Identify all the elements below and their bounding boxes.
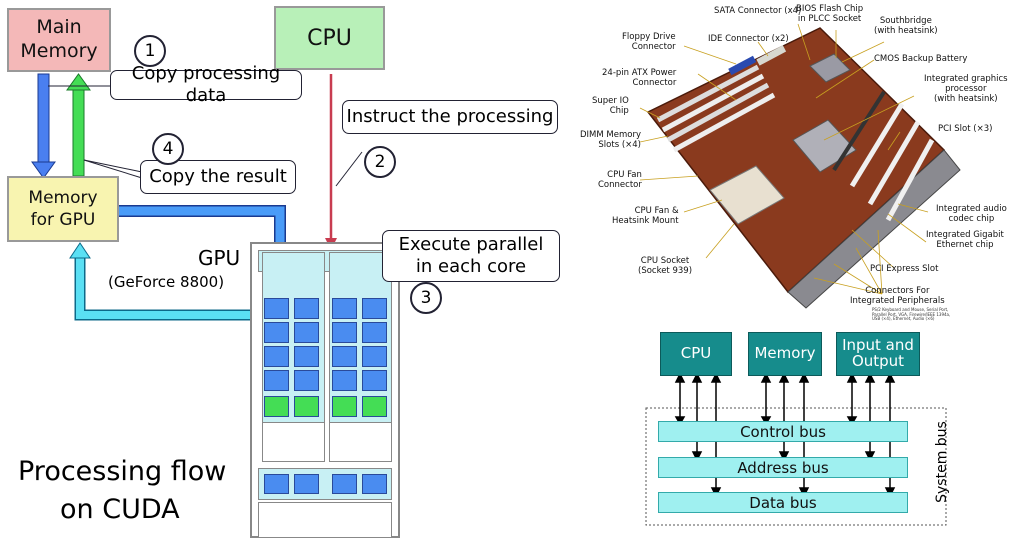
sysbus-cpu: CPU — [660, 332, 732, 376]
label-connectors: Connectors For Integrated Peripherals — [850, 286, 945, 306]
system-bus-frame — [645, 407, 947, 526]
label-igp: Integrated graphics processor (with heat… — [924, 74, 1008, 104]
floppy-connector — [728, 55, 757, 76]
label-pcie: PCI Express Slot — [870, 264, 939, 274]
step-1-number: 1 — [134, 35, 166, 67]
gpu-core — [264, 396, 289, 417]
arrow-result-up — [72, 87, 85, 177]
gpu-core — [332, 346, 357, 367]
gpu-core — [362, 396, 387, 417]
gpu-io-core — [362, 474, 387, 494]
title-line-1: Processing flow — [18, 456, 227, 487]
gpu-core — [294, 298, 319, 319]
step-4-number: 4 — [152, 133, 184, 165]
gpu-core — [332, 370, 357, 391]
gpu-core — [264, 346, 289, 367]
shared-memory-1 — [262, 422, 325, 462]
ide-connector — [756, 45, 787, 66]
sysbus-io: Input and Output — [836, 332, 920, 376]
label-superio: Super IO Chip — [592, 96, 629, 116]
step-1-callout: Copy processing data — [110, 63, 302, 106]
step-4-callout: Copy the result — [140, 160, 296, 194]
address-bus: Address bus — [658, 457, 908, 478]
gpu-io-core — [264, 474, 289, 494]
step-2-callout: Instruct the processing — [342, 100, 558, 134]
arrowhead-copy-down — [31, 161, 56, 179]
pcb — [646, 27, 946, 294]
leader-2 — [335, 151, 363, 187]
gpu-core — [294, 346, 319, 367]
motherboard-illustration — [639, 23, 961, 309]
gpu-core — [294, 396, 319, 417]
label-atx: 24-pin ATX Power Connector — [602, 68, 677, 88]
label-pci: PCI Slot (×3) — [938, 124, 993, 134]
label-audio: Integrated audio codec chip — [936, 204, 1007, 224]
data-bus: Data bus — [658, 492, 908, 513]
label-cmos: CMOS Backup Battery — [874, 54, 968, 64]
southbridge-heatsink — [809, 53, 851, 83]
label-southbridge: Southbridge (with heatsink) — [874, 16, 938, 36]
gpu-core — [332, 396, 357, 417]
gpu-core — [264, 298, 289, 319]
label-ide: IDE Connector (x2) — [708, 34, 789, 44]
arrowhead-return — [69, 242, 91, 259]
io-panel — [787, 149, 961, 309]
gpu-core — [362, 370, 387, 391]
gpu-core — [294, 370, 319, 391]
arrow-copy-down — [37, 73, 50, 165]
label-peripherals-detail: PS/2 Keyboard and Mouse, Serial Port, Pa… — [872, 307, 951, 321]
gpu-label: GPU — [198, 246, 241, 270]
sysbus-memory: Memory — [748, 332, 822, 376]
gpu-core — [362, 322, 387, 343]
gpu-core — [264, 370, 289, 391]
arrowhead-result-up — [66, 73, 91, 91]
shared-memory-2 — [329, 422, 392, 462]
label-heatsink: CPU Fan & Heatsink Mount — [612, 206, 679, 226]
leader-4 — [83, 159, 143, 179]
step-3-number: 3 — [410, 282, 442, 314]
system-bus-label: System bus — [934, 421, 950, 503]
gpu-core — [362, 346, 387, 367]
label-ethernet: Integrated Gigabit Ethernet chip — [926, 230, 1004, 250]
leader-4b — [83, 159, 143, 173]
step-3-callout: Execute parallel in each core — [382, 230, 560, 282]
dimm-slots — [656, 64, 776, 153]
main-memory-box: Main Memory — [7, 8, 111, 72]
arrow-return — [76, 258, 262, 319]
gpu-io-core — [294, 474, 319, 494]
label-cpufan: CPU Fan Connector — [598, 170, 642, 190]
gpu-core — [332, 322, 357, 343]
step-2-number: 2 — [364, 146, 396, 178]
cpu-box: CPU — [274, 6, 385, 70]
label-floppy: Floppy Drive Connector — [622, 32, 676, 52]
label-sata: SATA Connector (x4) — [714, 6, 802, 16]
gpu-core — [264, 322, 289, 343]
cuda-flow-diagram: Main Memory CPU Memory for GPU GPU (GeFo… — [7, 6, 560, 538]
gpu-memory-box: Memory for GPU — [7, 176, 119, 242]
pci-slots — [832, 90, 935, 222]
motherboard-diagram: SATA Connector (x4) BIOS Flash Chip in P… — [580, 0, 1024, 321]
label-bios: BIOS Flash Chip in PLCC Socket — [796, 4, 864, 24]
gpu-core — [294, 322, 319, 343]
motherboard-leaders — [639, 23, 929, 295]
cpu-socket — [709, 165, 785, 225]
title-line-2: on CUDA — [60, 494, 180, 525]
system-bus-diagram: CPU Memory Input and Output Control bus … — [600, 320, 1024, 538]
gpu-model-label: (GeForce 8800) — [108, 273, 225, 291]
gpu-core — [332, 298, 357, 319]
gpu-io-core — [332, 474, 357, 494]
gpu-core — [362, 298, 387, 319]
label-dimm: DIMM Memory Slots (×4) — [580, 130, 641, 150]
device-memory — [258, 502, 392, 538]
label-socket: CPU Socket (Socket 939) — [638, 256, 693, 276]
control-bus: Control bus — [658, 421, 908, 442]
